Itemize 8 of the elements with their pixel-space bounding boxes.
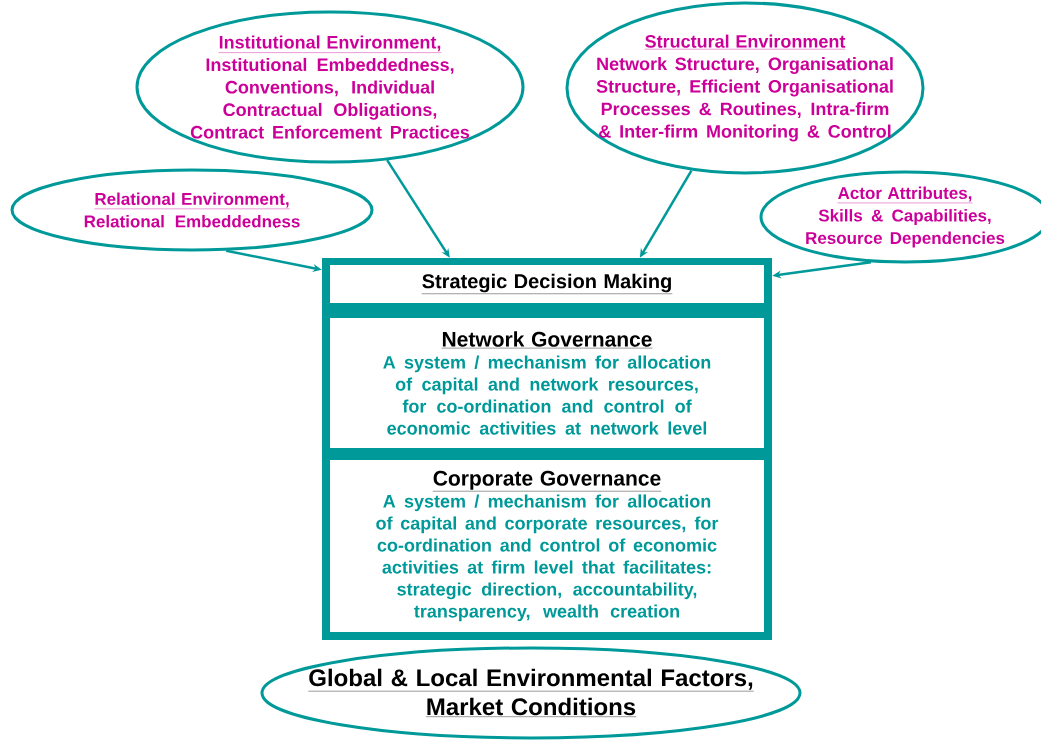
oval-callout: Relational Environment, Relational Embeddedness [10,168,374,252]
decision-box: Strategic Decision Making [330,265,764,303]
text-box: Corporate Governance A system / mechanism for allocation of capital and corporate resources, for co-ordination and control of economic activities at firm level that facilitates: strategic direction, accountability, transparency, wealth creation [330,460,764,632]
text-box: Network Governance A system / mechanism for allocation of capital and network resources, for co-ordination and control of economic activities at network level [330,318,764,448]
oval-callout: Structural Environment Network Structure, Organisational Structure, Efficient Organisational Processes & Routines, Intra-firm & Inter-firm Monitoring & Control [565,1,925,175]
oval-callout: Actor Attributes, Skills & Capabilities, Resource Dependencies [759,170,1041,264]
oval-banner: Global & Local Environmental Factors, Market Conditions [260,646,802,740]
oval-callout: Institutional Environment, Institutional Embeddedness, Conventions, Individual Contractual Obligations, Contract Enforcement Practices [135,10,525,164]
